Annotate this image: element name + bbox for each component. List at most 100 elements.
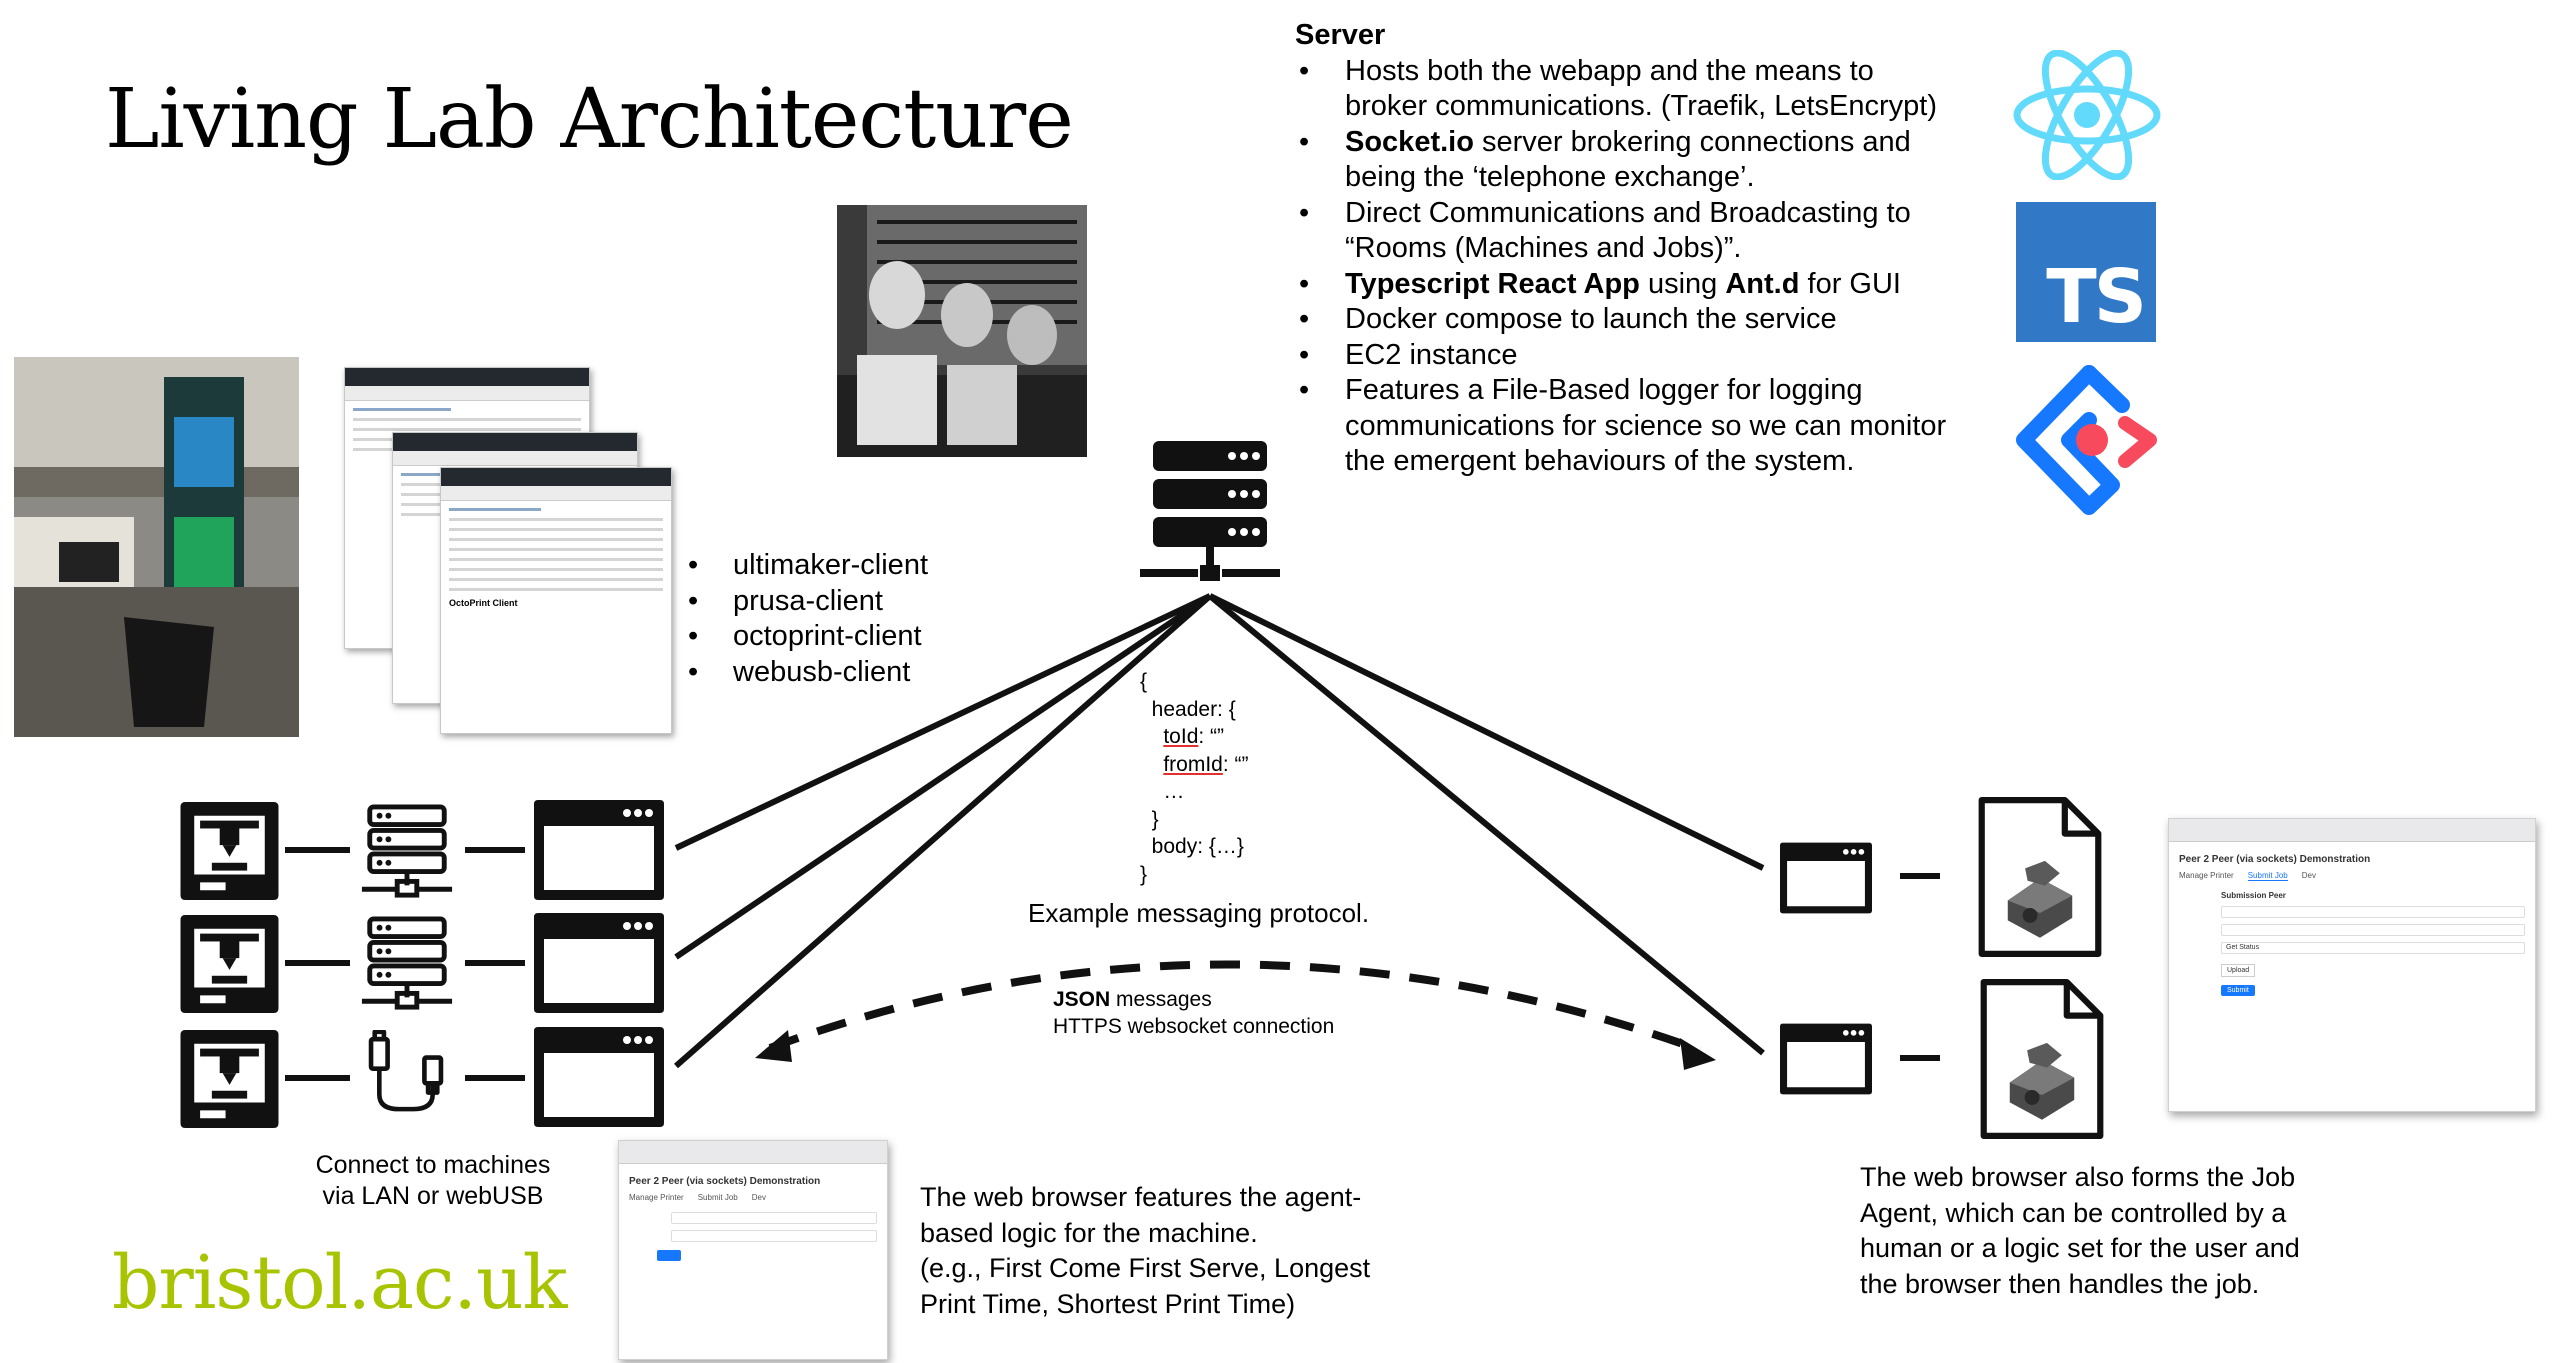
right-browser-screenshot: Peer 2 Peer (via sockets) Demonstration …: [2168, 818, 2536, 1112]
server-bullet: Docker compose to launch the service: [1295, 302, 1955, 338]
client-item: prusa-client: [688, 584, 928, 620]
antd-logo: [2012, 365, 2167, 520]
protocol-toid: toId: [1163, 725, 1199, 748]
printer-icon: [180, 915, 279, 1013]
protocol-close-header: }: [1151, 807, 1159, 831]
screenshot-tab[interactable]: Dev: [2301, 871, 2316, 880]
client-item: webusb-client: [688, 655, 928, 691]
machines-caption: Connect to machines via LAN or webUSB: [278, 1150, 588, 1212]
right-caption-line: human or a logic set for the user and: [1860, 1233, 2300, 1263]
screenshot-tab[interactable]: Manage Printer: [2179, 871, 2234, 880]
protocol-header: header: {: [1151, 697, 1236, 721]
right-caption-line: The web browser also forms the Job: [1860, 1162, 2296, 1192]
protocol-caption: Example messaging protocol.: [1028, 898, 1370, 928]
server-bullet-text: Docker compose to launch the service: [1345, 303, 1837, 335]
protocol-close: }: [1140, 862, 1148, 886]
server-bullet: Socket.io server brokering connections a…: [1295, 125, 1955, 196]
machines-caption-line: Connect to machines: [315, 1151, 551, 1179]
react-logo: [2012, 49, 2162, 181]
client-item: octoprint-client: [688, 619, 928, 655]
server-bullet-text: Typescript React App: [1345, 267, 1640, 300]
browser-window-icon: [534, 800, 664, 900]
lab-photo: [14, 357, 299, 737]
left-browser-screenshot: Peer 2 Peer (via sockets) Demonstration …: [618, 1140, 888, 1360]
right-links: [1900, 873, 1940, 1061]
arrow-left-head: [755, 1030, 792, 1062]
left-caption-line: Print Time, Shortest Print Time): [920, 1288, 1296, 1319]
browser-window-icon: [1780, 1023, 1872, 1095]
page-title: Living Lab Architecture: [105, 72, 1074, 167]
browser-window-icon: [534, 913, 664, 1013]
left-caption-line: The web browser features the agent-: [920, 1182, 1362, 1212]
server-bullet-list: Hosts both the webapp and the means to b…: [1295, 54, 1955, 480]
screenshot-tab[interactable]: Submit Job: [697, 1193, 738, 1202]
right-caption: The web browser also forms the Job Agent…: [1860, 1160, 2300, 1302]
server-bullet: Typescript React App using Ant.d for GUI: [1295, 267, 1955, 303]
screenshot-tab[interactable]: Manage Printer: [629, 1193, 684, 1202]
link-messages-label: messages: [1110, 988, 1212, 1011]
repo-screenshot-3: OctoPrint Client: [440, 467, 672, 734]
protocol-ellipsis: …: [1163, 780, 1185, 803]
server-bullet-text: for GUI: [1799, 267, 1901, 300]
right-caption-line: Agent, which can be controlled by a: [1860, 1197, 2287, 1228]
server-bullet: EC2 instance: [1295, 338, 1955, 374]
browser-window-icon: [1780, 842, 1872, 914]
machines-caption-line: via LAN or webUSB: [322, 1182, 544, 1210]
screenshot-tab[interactable]: Submit Job: [2247, 871, 2288, 881]
screenshot-heading: Peer 2 Peer (via sockets) Demonstration: [2179, 854, 2371, 865]
server-heading: Server: [1295, 19, 1386, 51]
typescript-logo: TS: [2016, 202, 2156, 342]
server-bullet-text: Hosts both the webapp and the means to b…: [1345, 54, 1938, 123]
server-bullet-text: using: [1639, 267, 1726, 300]
server-rack-icon: [1140, 438, 1280, 588]
protocol-fromid: fromId: [1163, 752, 1223, 776]
server-description: Server Hosts both the webapp and the mea…: [1295, 18, 1955, 480]
left-caption-line: (e.g., First Come First Serve, Longest: [920, 1253, 1371, 1283]
ts-logo-text: TS: [2046, 254, 2147, 340]
browser-window-icon: [534, 1027, 664, 1127]
screenshot-heading: Peer 2 Peer (via sockets) Demonstration: [629, 1176, 821, 1187]
screenshot-upload-button[interactable]: Upload: [2221, 964, 2256, 977]
server-bullet-text: Features a File-Based logger for logging…: [1345, 374, 1947, 477]
server-links: [674, 593, 1765, 1069]
left-links: [285, 847, 525, 1081]
right-caption-line: the browser then handles the job.: [1860, 1268, 2260, 1299]
protocol-open: {: [1140, 670, 1148, 693]
screenshot-button[interactable]: [657, 1250, 681, 1261]
server-bullet: Features a File-Based logger for logging…: [1295, 373, 1955, 480]
server-bullet-text: server brokering connections and being t…: [1345, 125, 1911, 194]
server-bullet: Direct Communications and Broadcasting t…: [1295, 196, 1955, 267]
network-server-icon: [362, 919, 452, 1007]
screenshot-panel-title: Submission Peer: [2221, 891, 2286, 900]
screenshot-select[interactable]: Get Status: [2221, 942, 2525, 954]
link-label: JSON messages HTTPS websocket connection: [1053, 986, 1334, 1040]
link-json-label: JSON: [1053, 988, 1111, 1011]
printer-icon: [180, 802, 279, 900]
link-protocol-label: HTTPS websocket connection: [1053, 1015, 1335, 1038]
server-bullet: Hosts both the webapp and the means to b…: [1295, 54, 1955, 125]
left-caption-line: based logic for the machine.: [920, 1217, 1258, 1248]
usb-cable-icon: [371, 1032, 441, 1109]
server-bullet-text: EC2 instance: [1345, 338, 1518, 371]
client-list: ultimaker-client prusa-client octoprint-…: [688, 548, 928, 690]
protocol-toid-value: : “”: [1198, 725, 1225, 748]
websocket-arc: [768, 960, 1702, 1054]
printer-icon: [180, 1030, 279, 1128]
screenshot-submit-button[interactable]: Submit: [2221, 985, 2255, 996]
protocol-fromid-value: : “”: [1222, 752, 1249, 776]
model-file-icon: [1984, 982, 2101, 1136]
left-caption: The web browser features the agent- base…: [920, 1180, 1370, 1322]
repo-caption: OctoPrint Client: [449, 598, 518, 608]
protocol-body: body: {…}: [1151, 835, 1244, 858]
client-item: ultimaker-client: [688, 548, 928, 584]
telephone-exchange-photo: [837, 205, 1087, 457]
server-bullet-text: Direct Communications and Broadcasting t…: [1345, 196, 1911, 265]
model-file-icon: [1982, 800, 2099, 954]
server-bullet-text: Socket.io: [1345, 125, 1474, 158]
arrow-right-head: [1680, 1038, 1716, 1070]
screenshot-tab[interactable]: Dev: [751, 1193, 766, 1202]
brand-logo: bristol.ac.uk: [112, 1240, 567, 1326]
protocol-example: { header: { toId: “” fromId: “” … } body…: [1140, 668, 1249, 888]
server-bullet-text: Ant.d: [1725, 267, 1800, 300]
